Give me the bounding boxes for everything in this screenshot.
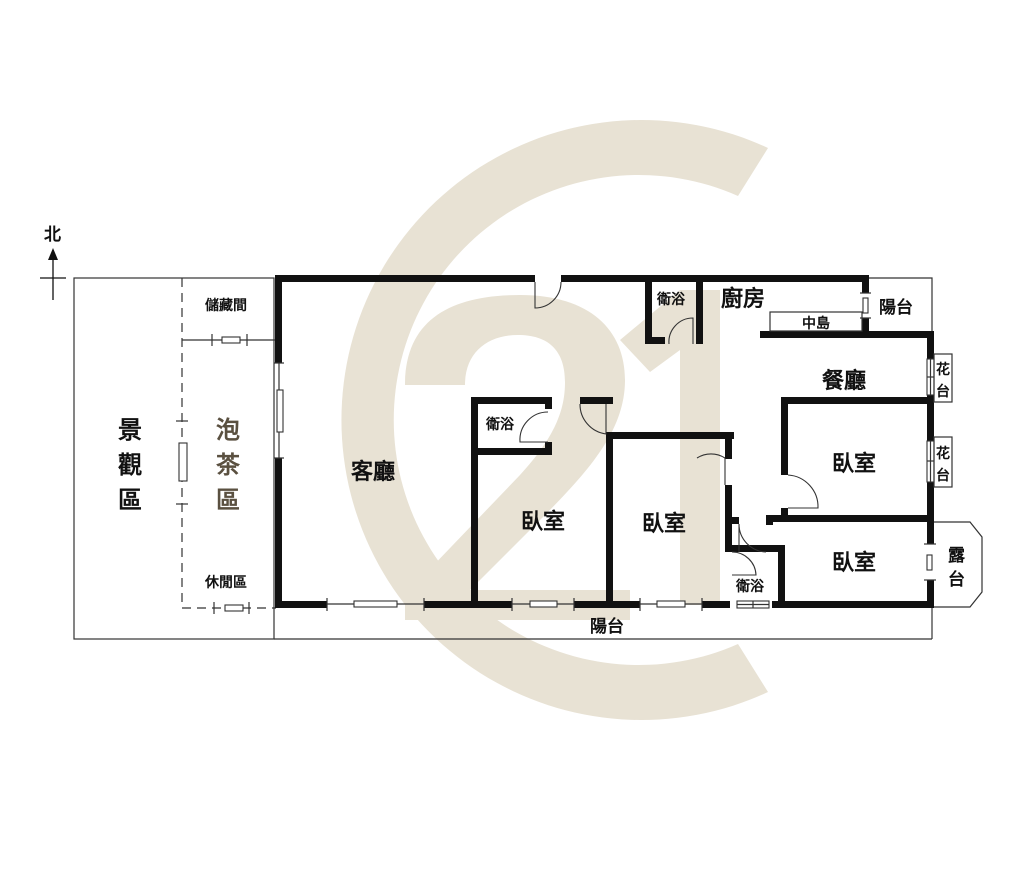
leisure-label: 休閒區 [204, 574, 247, 591]
north-label: 北 [44, 225, 61, 245]
bedroom3-door [787, 474, 819, 509]
island-label: 中島 [802, 315, 830, 332]
walls [275, 275, 934, 608]
bedroom1-door [579, 403, 607, 435]
svg-text:露: 露 [948, 546, 966, 566]
living-room-label: 客廳 [351, 459, 395, 485]
bedroom-3-label: 臥室 [832, 451, 876, 477]
storage-window [211, 334, 248, 346]
kitchen-label: 廚房 [721, 286, 765, 312]
room-labels: 景 觀 區 泡 茶 區 儲藏間 休閒區 客廳 衛浴 廚房 中島 陽台 餐廳 花 … [118, 286, 966, 637]
arrow-head-icon [48, 248, 58, 260]
svg-text:台: 台 [936, 383, 950, 400]
svg-text:區: 區 [118, 485, 142, 514]
svg-text:泡: 泡 [216, 415, 240, 444]
tea-area-boundary [181, 278, 276, 609]
watermark-digit-1 [620, 290, 720, 605]
dining-east-window [926, 358, 935, 396]
scenic-area-label: 景 觀 區 [118, 415, 142, 514]
planter-2-outline [933, 436, 953, 488]
bedroom-1-label: 臥室 [521, 509, 565, 535]
svg-text:景: 景 [118, 415, 142, 444]
watermark-digit-2 [405, 295, 630, 620]
bedroom-4-label: 臥室 [832, 550, 876, 576]
storage-label: 儲藏間 [204, 297, 247, 314]
small-bath-door [731, 551, 757, 576]
svg-text:觀: 觀 [118, 450, 142, 479]
kitchen-island [769, 311, 863, 332]
tea-area-label: 泡 茶 區 [216, 415, 241, 514]
dining-label: 餐廳 [822, 368, 866, 394]
top-bath-label: 衛浴 [656, 291, 686, 308]
mid-bath-door [519, 411, 549, 443]
entry-door [534, 281, 562, 309]
mid-bath-label: 衛浴 [485, 416, 515, 433]
planter-1-outline [933, 353, 953, 403]
tea-area-window [176, 420, 188, 505]
living-south-window [326, 598, 425, 611]
terrace-label: 露 台 [948, 546, 966, 590]
bedroom2-door [696, 453, 726, 485]
planter-1-label: 花 台 [936, 361, 950, 400]
svg-text:花: 花 [936, 361, 950, 378]
svg-text:區: 區 [216, 485, 240, 514]
bedroom4-east-window [924, 543, 936, 581]
doors [519, 281, 819, 576]
ne-balcony-label: 陽台 [879, 297, 913, 318]
planter-2-label: 花 台 [936, 445, 950, 484]
bedroom2-south-window [639, 598, 703, 611]
terrace-outline [934, 521, 983, 608]
small-bath-window [736, 600, 770, 609]
living-west-window [274, 362, 284, 459]
svg-text:花: 花 [936, 445, 950, 462]
windows [274, 292, 936, 611]
bedroom1-south-window [511, 598, 575, 611]
small-bath-label: 衛浴 [735, 578, 765, 595]
leisure-window [213, 602, 250, 614]
watermark-c-arc [341, 119, 768, 721]
svg-text:茶: 茶 [216, 450, 241, 479]
bedroom3-east-window [926, 440, 935, 483]
c21-watermark [341, 119, 768, 721]
hall-door [738, 523, 767, 553]
top-bath-door [668, 317, 694, 345]
svg-text:台: 台 [936, 467, 950, 484]
ne-balcony-outline [869, 277, 933, 331]
svg-text:台: 台 [948, 569, 965, 590]
bedroom-2-label: 臥室 [642, 511, 686, 537]
north-arrow: 北 [40, 225, 66, 300]
south-balcony-label: 陽台 [590, 616, 624, 637]
